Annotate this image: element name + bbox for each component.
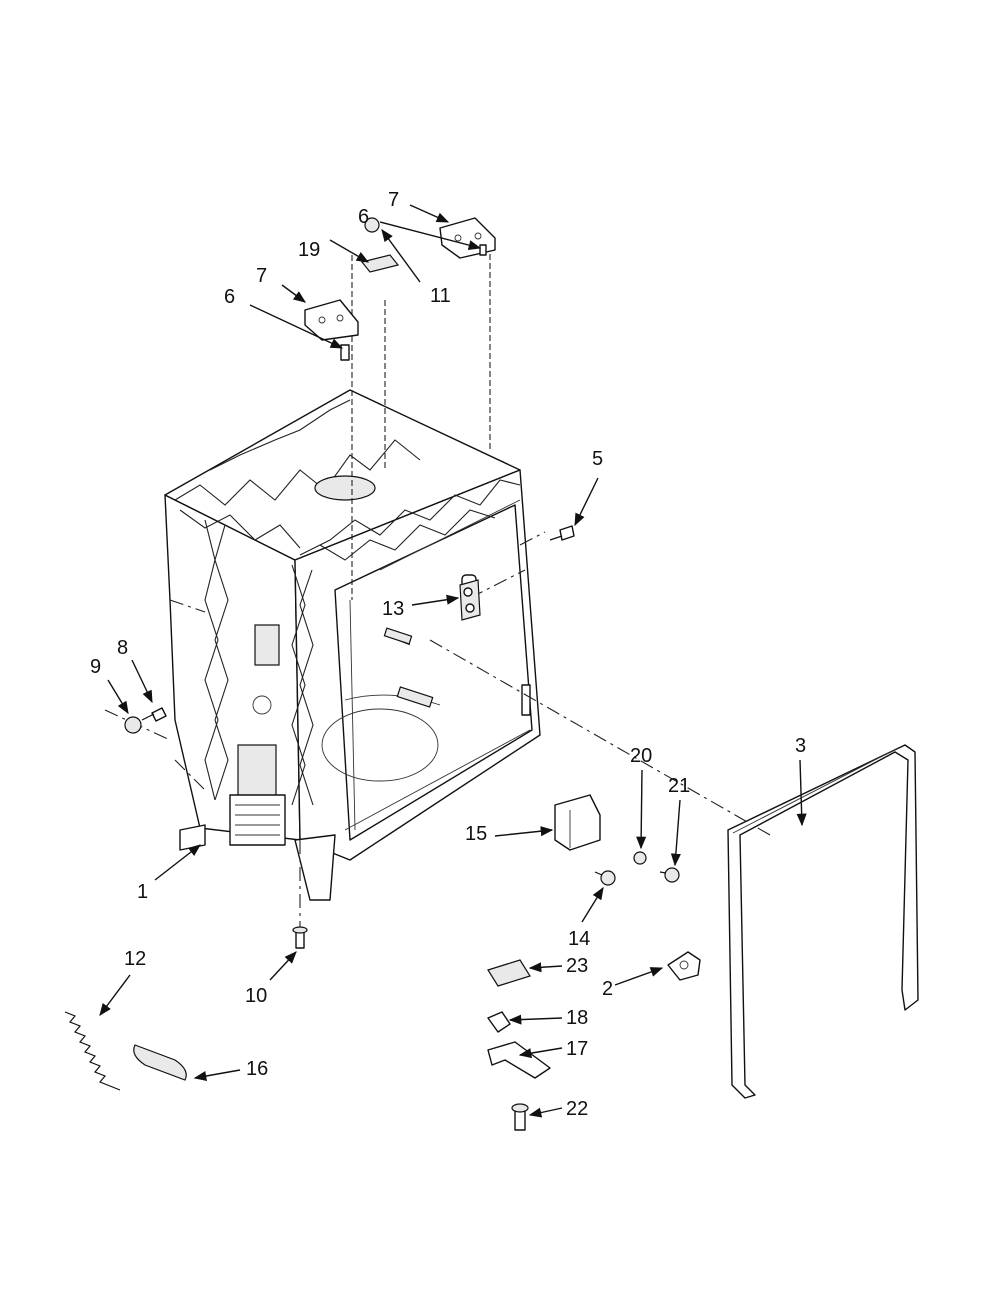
small-parts bbox=[64, 217, 919, 1131]
callout-7-lower: 7 bbox=[256, 265, 267, 287]
callout-6-lower: 6 bbox=[224, 286, 235, 308]
callout-6-top: 6 bbox=[358, 206, 369, 228]
callout-11: 11 bbox=[430, 285, 451, 307]
callout-12: 12 bbox=[124, 948, 146, 970]
callout-17: 17 bbox=[566, 1038, 588, 1060]
callout-21: 21 bbox=[668, 775, 690, 797]
callout-22: 22 bbox=[566, 1098, 588, 1120]
leader-arrows bbox=[99, 204, 807, 1118]
callout-20: 20 bbox=[630, 745, 652, 767]
callout-15: 15 bbox=[465, 823, 487, 845]
callout-10: 10 bbox=[245, 985, 267, 1007]
callout-18: 18 bbox=[566, 1007, 588, 1029]
callout-13: 13 bbox=[382, 598, 404, 620]
callout-9: 9 bbox=[90, 656, 101, 678]
callout-16: 16 bbox=[246, 1058, 268, 1080]
callout-1: 1 bbox=[137, 881, 148, 903]
callout-labels: 7 6 19 11 7 6 5 13 8 9 1 3 20 21 15 14 2… bbox=[90, 189, 806, 1120]
callout-3: 3 bbox=[795, 735, 806, 757]
tub-assembly bbox=[164, 389, 541, 901]
callout-23: 23 bbox=[566, 955, 588, 977]
callout-19: 19 bbox=[298, 239, 320, 261]
callout-7-top: 7 bbox=[388, 189, 399, 211]
callout-2: 2 bbox=[602, 978, 613, 1000]
callout-14: 14 bbox=[568, 928, 590, 950]
callout-8: 8 bbox=[117, 637, 128, 659]
callout-5: 5 bbox=[592, 448, 603, 470]
